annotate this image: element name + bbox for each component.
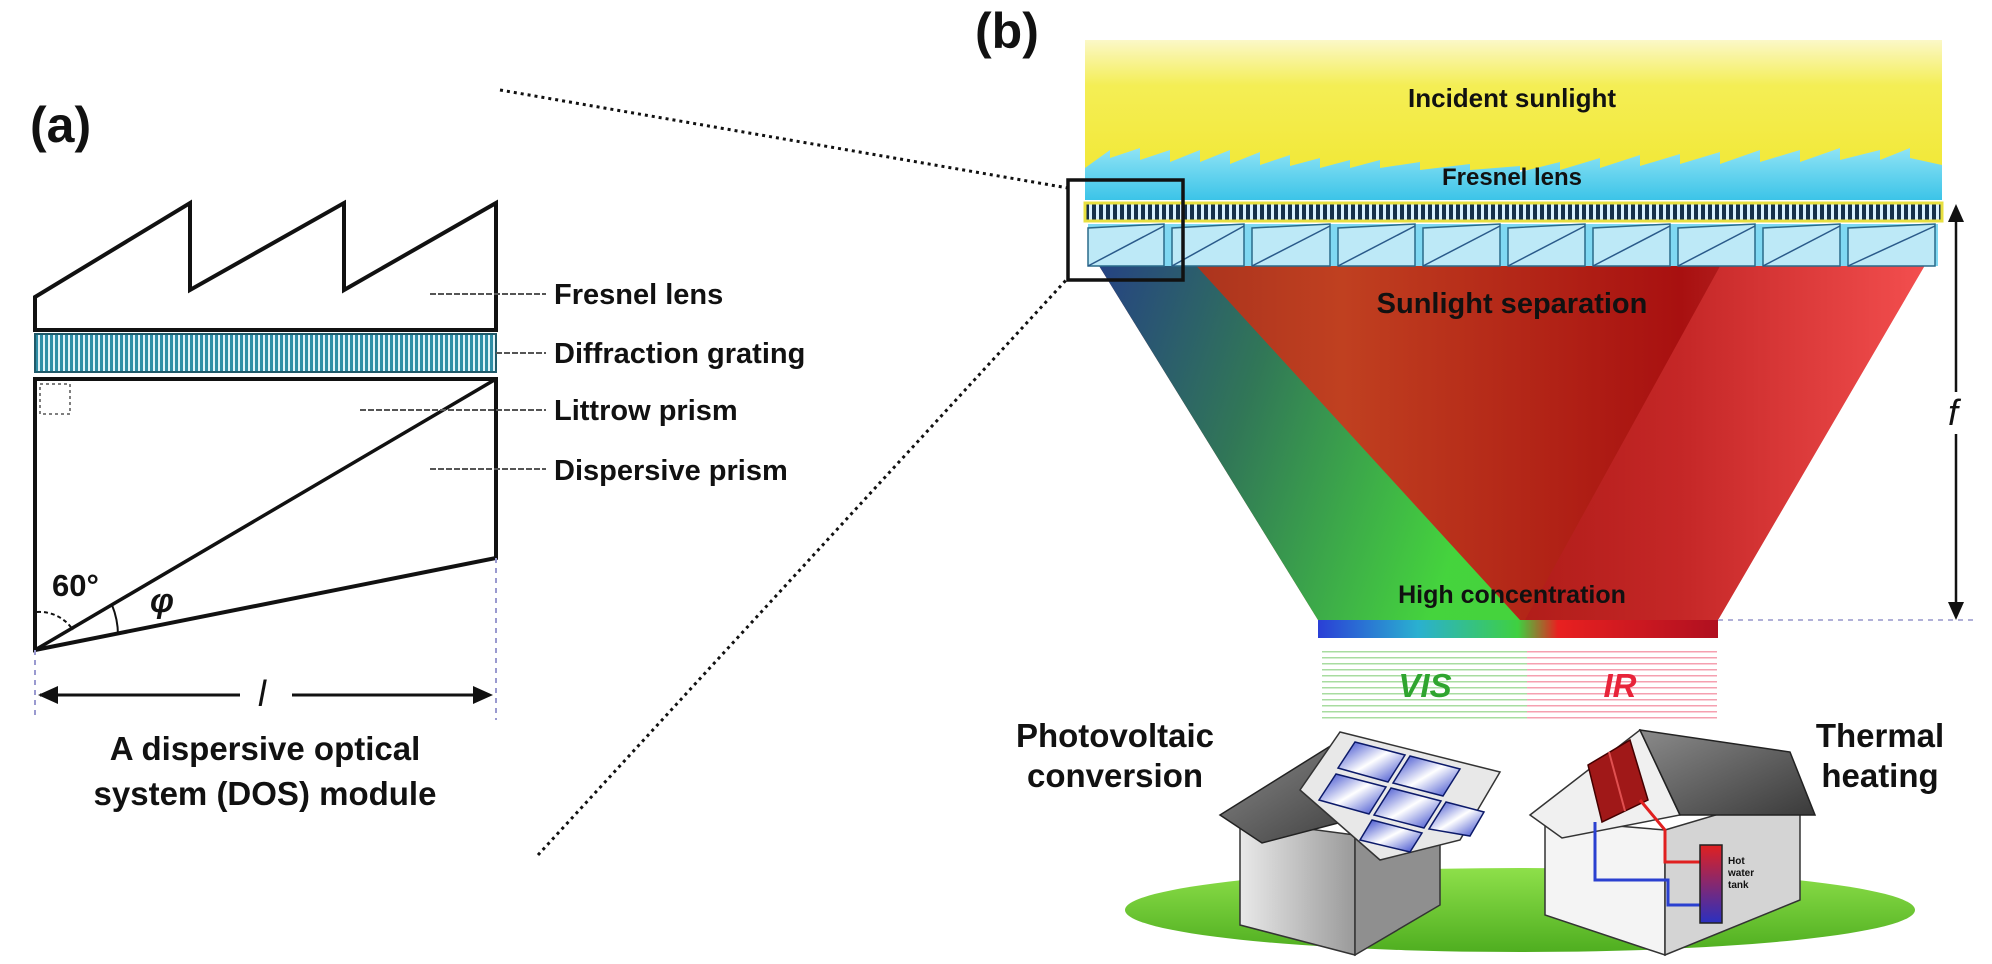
tank-label-2: water	[1727, 868, 1754, 879]
thermal-collector	[1587, 738, 1649, 824]
fresnel-lens-b-label: Fresnel lens	[1442, 164, 1582, 191]
cold-pipe	[1593, 822, 1700, 907]
angle-phi-arc	[111, 604, 119, 636]
focal-arrowhead-bottom	[1948, 602, 1964, 620]
label-littrow-prism: Littrow prism	[554, 395, 738, 427]
tank-label-1: Hot	[1728, 856, 1745, 867]
incident-sunlight-band	[1085, 40, 1942, 170]
tank-label-3: tank	[1728, 880, 1749, 891]
focal-arrowhead-top	[1948, 204, 1964, 222]
ir-label: IR	[1604, 667, 1637, 704]
beam-right-ir	[1525, 248, 1935, 620]
length-arrowhead-right	[473, 686, 493, 704]
zoom-line-top	[499, 88, 1069, 190]
panel-b-label: (b)	[975, 3, 1039, 59]
fresnel-lens-b-shape	[1085, 148, 1942, 200]
panel-a: (a) 60° φ l Fresnel lens Diffraction gra…	[30, 97, 805, 812]
angle-60-arc	[36, 610, 74, 631]
thermal-label-line-2: heating	[1821, 757, 1938, 794]
hot-pipe	[1638, 799, 1700, 864]
pv-label-line-2: conversion	[1027, 757, 1203, 794]
panel-a-label: (a)	[30, 97, 91, 153]
solar-panels	[1317, 741, 1486, 853]
angle-phi-label: φ	[150, 582, 174, 620]
beam-blue-green	[1088, 248, 1520, 620]
spectrum-bar	[1318, 620, 1718, 638]
prism-teeth-b	[1087, 223, 1936, 267]
angle-60-label: 60°	[52, 568, 99, 603]
vis-label: VIS	[1398, 667, 1451, 704]
prism-diagonal-littrow	[34, 377, 497, 652]
panel-b: (b) Incident sunlight Fresnel lens	[975, 3, 1975, 957]
pv-house	[1218, 731, 1502, 957]
label-fresnel-lens: Fresnel lens	[554, 279, 723, 311]
diffraction-grating-b	[1083, 201, 1944, 223]
caption-line-2: system (DOS) module	[94, 775, 437, 812]
fresnel-lens-shape	[33, 199, 498, 332]
right-angle-marker	[39, 383, 71, 415]
length-arrowhead-left	[38, 686, 58, 704]
caption-line-1: A dispersive optical	[110, 730, 421, 767]
zoom-highlight-box	[1066, 178, 1185, 282]
diffraction-grating-shape	[34, 333, 497, 373]
ir-band	[1527, 648, 1717, 723]
sunlight-separation-label: Sunlight separation	[1377, 288, 1648, 320]
thermal-house: Hot water tank	[1528, 728, 1817, 957]
pv-label-line-1: Photovoltaic	[1016, 717, 1214, 754]
high-concentration-label: High concentration	[1398, 581, 1626, 609]
incident-sunlight-label: Incident sunlight	[1408, 83, 1616, 113]
zoom-line-bottom	[536, 276, 1070, 857]
label-dispersive-prism: Dispersive prism	[554, 455, 788, 487]
thermal-label-line-1: Thermal	[1816, 717, 1944, 754]
focal-label-bg	[1944, 392, 1968, 434]
prism-diagonals-b	[1087, 225, 1936, 267]
label-diffraction-grating: Diffraction grating	[554, 338, 805, 370]
vis-band	[1322, 648, 1527, 723]
hot-water-tank	[1699, 844, 1723, 924]
length-label: l	[258, 673, 267, 714]
